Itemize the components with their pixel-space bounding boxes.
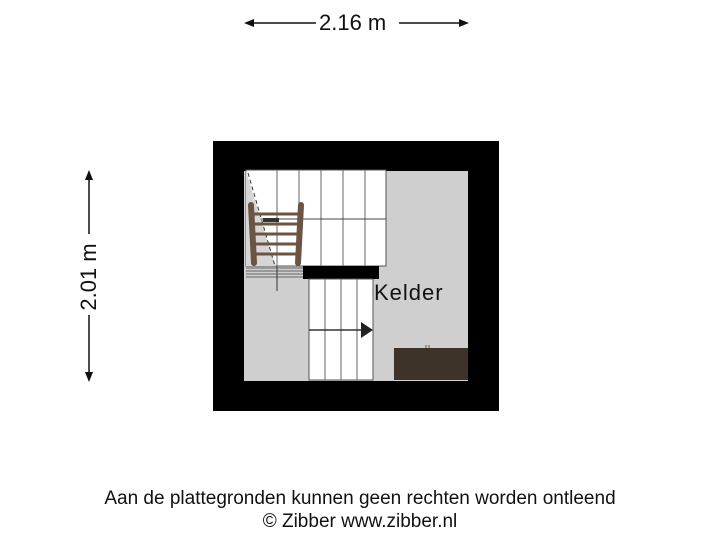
room-label-kelder: Kelder [374,280,444,305]
ladder-icon [248,202,304,266]
disclaimer-text: Aan de plattegronden kunnen geen rechten… [104,488,616,509]
height-arrow-down-icon [85,315,93,382]
width-dimension: 2.16 m [244,8,469,38]
height-dimension: 2.01 m [74,170,104,382]
width-arrow-right-icon [399,19,469,27]
floorplan-drawing [244,169,468,381]
height-arrow-up-icon [85,170,93,234]
floorplan: Kelder [213,141,499,411]
width-label: 2.16 m [319,10,387,35]
copyright-text: © Zibber www.zibber.nl [262,511,458,532]
height-label: 2.01 m [76,243,101,311]
width-arrow-left-icon [244,19,316,27]
